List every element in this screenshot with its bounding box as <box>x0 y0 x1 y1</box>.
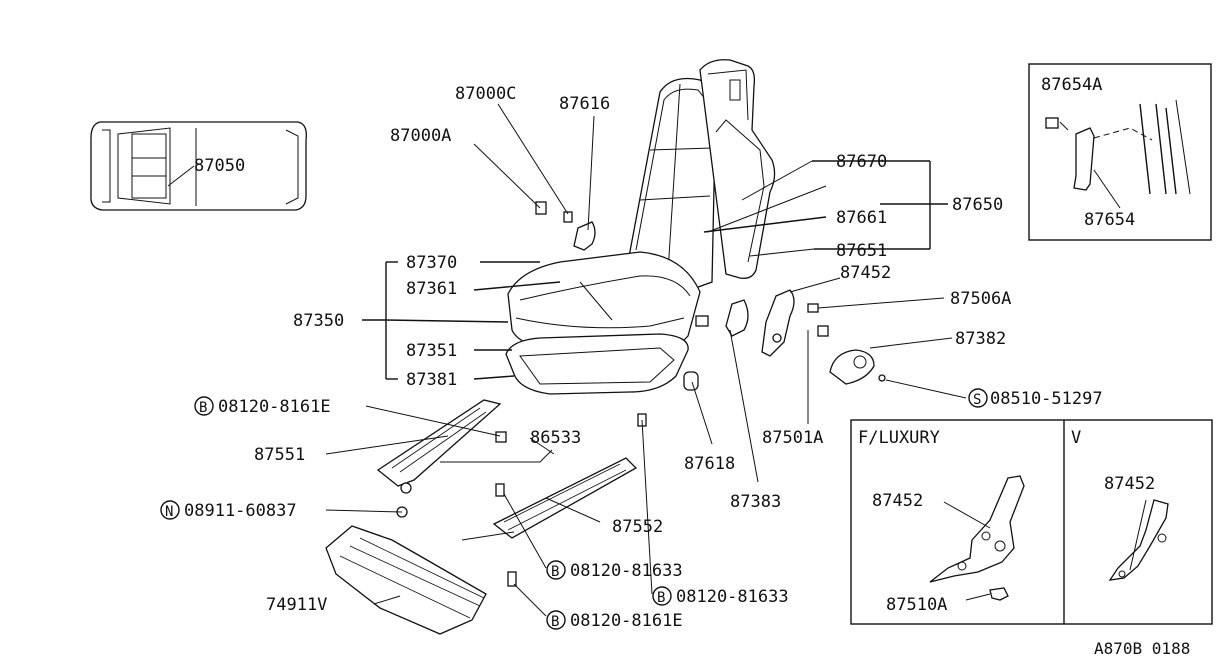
label-08510-51297: 08510-51297 <box>990 389 1103 409</box>
label-87552: 87552 <box>612 517 663 537</box>
label-87381: 87381 <box>406 370 457 390</box>
label-87000A: 87000A <box>390 126 451 146</box>
label-87618: 87618 <box>684 454 735 474</box>
label-74911V: 74911V <box>266 595 327 615</box>
label-87361: 87361 <box>406 279 457 299</box>
vehicle-top-view <box>90 121 307 211</box>
label-08120-8161E-top: 08120-8161E <box>218 397 331 417</box>
label-87452-luxury: 87452 <box>872 491 923 511</box>
leader-lines <box>325 103 967 617</box>
label-87670: 87670 <box>836 152 887 172</box>
label-87350: 87350 <box>293 311 344 331</box>
label-87551: 87551 <box>254 445 305 465</box>
bolt-mark-2: B <box>551 564 559 580</box>
bolt-mark-3: B <box>657 590 665 606</box>
label-87651: 87651 <box>836 241 887 261</box>
label-87650: 87650 <box>952 195 1003 215</box>
label-87654A: 87654A <box>1041 75 1102 95</box>
label-87382: 87382 <box>955 329 1006 349</box>
label-87351: 87351 <box>406 341 457 361</box>
bolt-mark-1: B <box>199 400 207 416</box>
inset-87654: 87654A 87654 <box>1028 63 1212 241</box>
label-87370: 87370 <box>406 253 457 273</box>
drawing-code: A870B 0188 <box>1094 639 1190 658</box>
label-87050: 87050 <box>194 156 245 176</box>
callout-08120-8161E-bottom: B 08120-8161E <box>546 610 683 631</box>
heading-v: V <box>1071 428 1081 448</box>
callout-08120-81633-a: B 08120-81633 <box>546 560 683 581</box>
label-87000C: 87000C <box>455 84 516 104</box>
floor-cover <box>325 525 487 635</box>
callout-08120-8161E-top: B 08120-8161E <box>194 396 331 417</box>
nut-mark: N <box>165 504 173 520</box>
label-87506A: 87506A <box>950 289 1011 309</box>
label-87654: 87654 <box>1084 210 1135 230</box>
label-87452-v: 87452 <box>1104 474 1155 494</box>
label-08911-60837: 08911-60837 <box>184 501 297 521</box>
callout-08911-60837: N 08911-60837 <box>160 500 297 521</box>
label-87501A: 87501A <box>762 428 823 448</box>
label-87616: 87616 <box>559 94 610 114</box>
seat-rails <box>376 399 647 587</box>
callout-08510-51297: S 08510-51297 <box>968 388 1103 409</box>
heading-f-luxury: F/LUXURY <box>858 428 940 448</box>
label-86533: 86533 <box>530 428 581 448</box>
label-08120-8161E-bottom: 08120-8161E <box>570 611 683 631</box>
screw-mark: S <box>973 392 981 408</box>
callout-08120-81633-b: B 08120-81633 <box>652 586 789 607</box>
label-87383: 87383 <box>730 492 781 512</box>
label-08120-81633-b: 08120-81633 <box>676 587 789 607</box>
label-87452: 87452 <box>840 263 891 283</box>
label-08120-81633-a: 08120-81633 <box>570 561 683 581</box>
bolt-mark-4: B <box>551 614 559 630</box>
label-87661: 87661 <box>836 208 887 228</box>
label-87510A: 87510A <box>886 595 947 615</box>
inset-luxury-v: F/LUXURY V 87452 87510A 87452 <box>850 419 1213 625</box>
seat-assembly <box>505 59 886 395</box>
